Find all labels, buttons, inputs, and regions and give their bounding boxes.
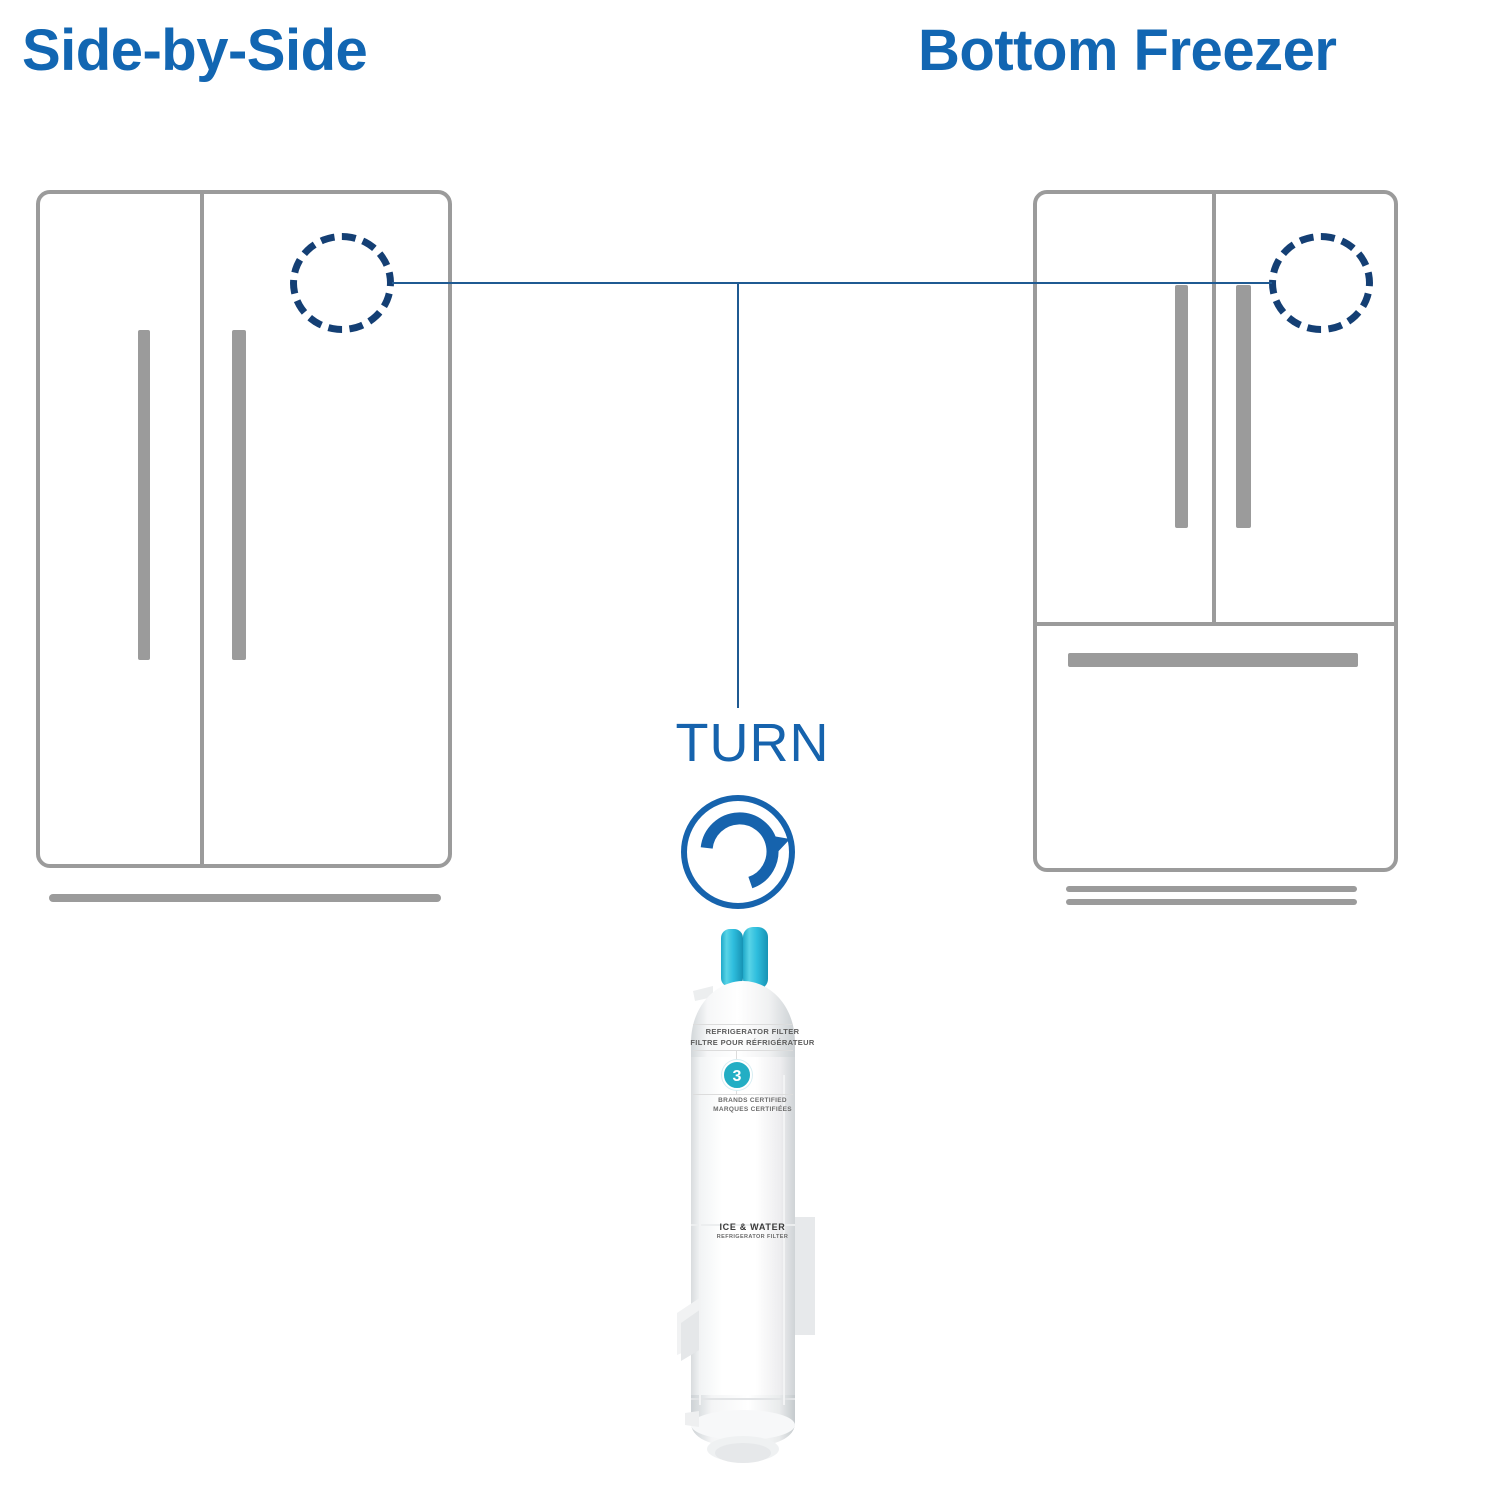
fridge-left-handle-left-door xyxy=(138,330,150,660)
fridge-right-base-bar-lower xyxy=(1066,899,1357,905)
fridge-left-base-bar xyxy=(49,894,441,902)
fridge-left-door-divider xyxy=(200,192,204,866)
page-title-side-by-side: Side-by-Side xyxy=(22,18,368,83)
rotate-clockwise-icon xyxy=(679,793,797,911)
leader-line-to-right-fridge xyxy=(738,282,1272,284)
filter-label-rule-bottom xyxy=(693,1094,793,1095)
page-title-bottom-freezer: Bottom Freezer xyxy=(918,18,1337,83)
fridge-right-freezer-drawer-handle xyxy=(1068,653,1358,667)
filter-label-rule-mid xyxy=(693,1050,793,1051)
fridge-right-freezer-separator xyxy=(1035,622,1396,626)
filter-label-tick-lower xyxy=(736,1089,737,1095)
fridge-right-handle-right-door xyxy=(1236,285,1251,528)
fridge-right-door-divider xyxy=(1212,192,1216,624)
fridge-right-filter-location-marker xyxy=(1269,233,1373,333)
fridge-right-base-bar-upper xyxy=(1066,886,1357,892)
fridge-left-filter-location-marker xyxy=(290,233,394,333)
fridge-right-handle-left-door xyxy=(1175,285,1188,528)
water-filter-cartridge-illustration xyxy=(655,925,830,1495)
fridge-left-handle-right-door xyxy=(232,330,246,660)
leader-line-vertical-to-turn xyxy=(737,282,739,708)
filter-label-rule-top xyxy=(693,1024,793,1025)
turn-action-label: TURN xyxy=(675,713,830,773)
leader-line-from-left-fridge xyxy=(392,282,740,284)
filter-brands-certified-badge: 3 xyxy=(722,1060,752,1090)
filter-label-tick-upper xyxy=(736,1050,737,1062)
